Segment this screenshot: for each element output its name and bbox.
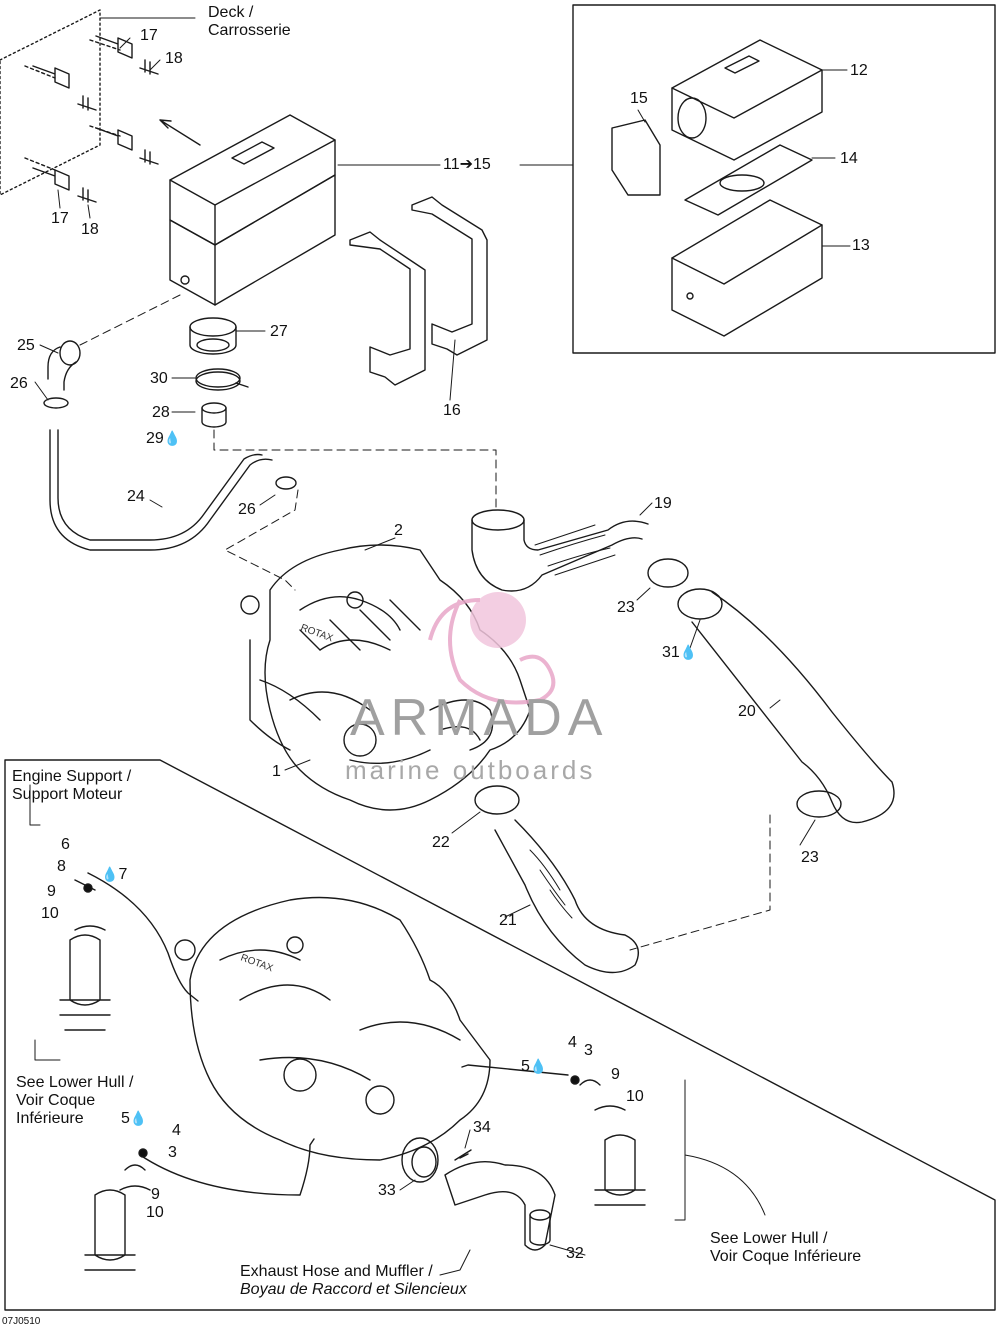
callout-leaders	[34, 17, 851, 1256]
watermark-seahorse	[428, 592, 556, 705]
callout-26: 26	[10, 375, 28, 392]
intake-adaptor	[189, 317, 249, 428]
callout-12: 12	[850, 62, 868, 79]
callout-27: 27	[270, 323, 288, 340]
callout-16: 16	[443, 402, 461, 419]
callout-22: 22	[432, 834, 450, 851]
air-silencer-box	[159, 114, 336, 306]
callout-24: 24	[127, 488, 145, 505]
callout-30: 30	[150, 370, 168, 387]
callout-4: 4	[568, 1034, 577, 1051]
deck-caption: Deck / Carrosserie	[208, 4, 291, 39]
see-lower-hull-right: See Lower Hull / Voir Coque Inférieure	[710, 1230, 862, 1265]
mounting-straps	[349, 196, 488, 386]
drop-icon: 💧	[163, 430, 182, 446]
figure-code: 07J0510	[2, 1316, 41, 1327]
callout-5: 5💧	[121, 1110, 148, 1127]
callout-17: 17	[140, 27, 158, 44]
callout-18: 18	[165, 50, 183, 67]
callout-20: 20	[738, 703, 756, 720]
callout-3: 3	[584, 1042, 593, 1059]
callout-3: 3	[168, 1144, 177, 1161]
callout-23: 23	[617, 599, 635, 616]
callout-15: 15	[630, 90, 648, 107]
callout-19: 19	[654, 495, 672, 512]
callout-1: 1	[272, 763, 281, 780]
callout-34: 34	[473, 1119, 491, 1136]
callout-6: 6	[61, 836, 70, 853]
callout-13: 13	[852, 237, 870, 254]
callout-29: 29💧	[146, 430, 182, 447]
callout-23: 23	[801, 849, 819, 866]
callout-10: 10	[41, 905, 59, 922]
engine-support-panel	[4, 759, 996, 1311]
callout-31: 31💧	[662, 644, 698, 661]
watermark-brand: ARMADA	[350, 689, 609, 747]
callout-9: 9	[611, 1066, 620, 1083]
callout-2: 2	[394, 522, 403, 539]
callout-32: 32	[566, 1245, 584, 1262]
callout-7: 💧7	[101, 866, 128, 883]
callout-25: 25	[17, 337, 35, 354]
drop-icon: 💧	[129, 1110, 148, 1126]
range-callout: 11➔15	[443, 156, 491, 173]
callout-33: 33	[378, 1182, 396, 1199]
callout-10: 10	[146, 1204, 164, 1221]
deck-wall	[0, 9, 101, 196]
engine-mounts	[59, 879, 646, 1271]
callout-9: 9	[151, 1186, 160, 1203]
callout-9: 9	[47, 883, 56, 900]
callout-14: 14	[840, 150, 858, 167]
leader-dashes	[79, 294, 771, 951]
callout-4: 4	[172, 1122, 181, 1139]
callout-8: 8	[57, 858, 66, 875]
intake-hoses	[471, 509, 895, 974]
callout-28: 28	[152, 404, 170, 421]
exhaust-caption: Exhaust Hose and Muffler / Boyau de Racc…	[240, 1263, 467, 1298]
callout-18: 18	[81, 221, 99, 238]
deck-brackets	[24, 35, 159, 203]
silencer-box-exploded	[572, 4, 996, 354]
watermark-tagline: marine outboards	[345, 755, 596, 785]
callout-26: 26	[238, 501, 256, 518]
vent-hose	[43, 340, 297, 551]
engine-support-caption: Engine Support / Support Moteur	[12, 768, 132, 803]
upper-engine: ROTAX	[240, 544, 531, 811]
drop-icon: 💧	[101, 866, 119, 882]
exhaust-parts	[401, 1137, 556, 1251]
callout-10: 10	[626, 1088, 644, 1105]
callout-17: 17	[51, 210, 69, 227]
callout-21: 21	[499, 912, 517, 929]
see-lower-hull-left: See Lower Hull / Voir Coque Inférieure	[16, 1074, 134, 1127]
drop-icon: 💧	[529, 1058, 548, 1074]
drop-icon: 💧	[679, 644, 698, 660]
callout-5: 5💧	[521, 1058, 548, 1075]
